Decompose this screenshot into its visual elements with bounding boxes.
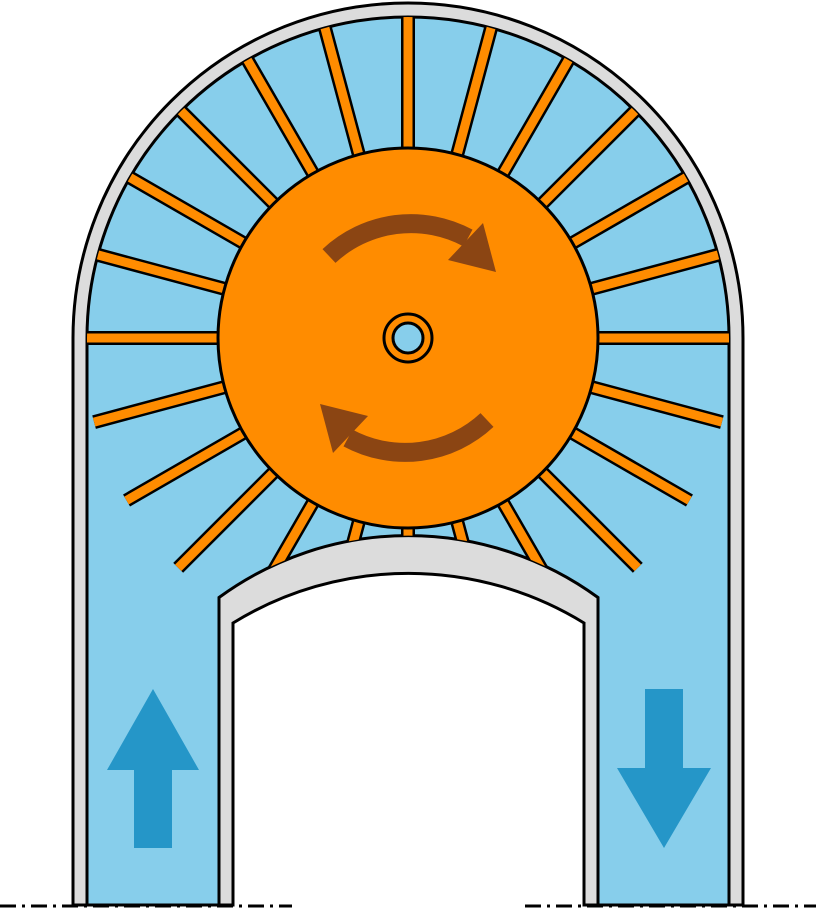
blade [319, 22, 365, 161]
flow-up-arrow-icon [107, 689, 199, 848]
blade [175, 105, 281, 211]
blade [585, 381, 724, 427]
flow-down-arrow-icon [617, 689, 711, 848]
blade [565, 426, 692, 505]
shaft [391, 321, 425, 355]
blade [124, 171, 251, 250]
blade [496, 54, 575, 181]
blade [124, 426, 251, 505]
blade [92, 381, 231, 427]
blade [535, 465, 641, 571]
rotation-arrow-bottom [320, 404, 494, 462]
blade [92, 249, 231, 295]
blade [565, 171, 692, 250]
rotation-arrow-top [322, 214, 496, 272]
blade [241, 54, 320, 181]
blade [451, 22, 497, 161]
blade [175, 465, 281, 571]
blade [535, 105, 641, 211]
blade [585, 249, 724, 295]
